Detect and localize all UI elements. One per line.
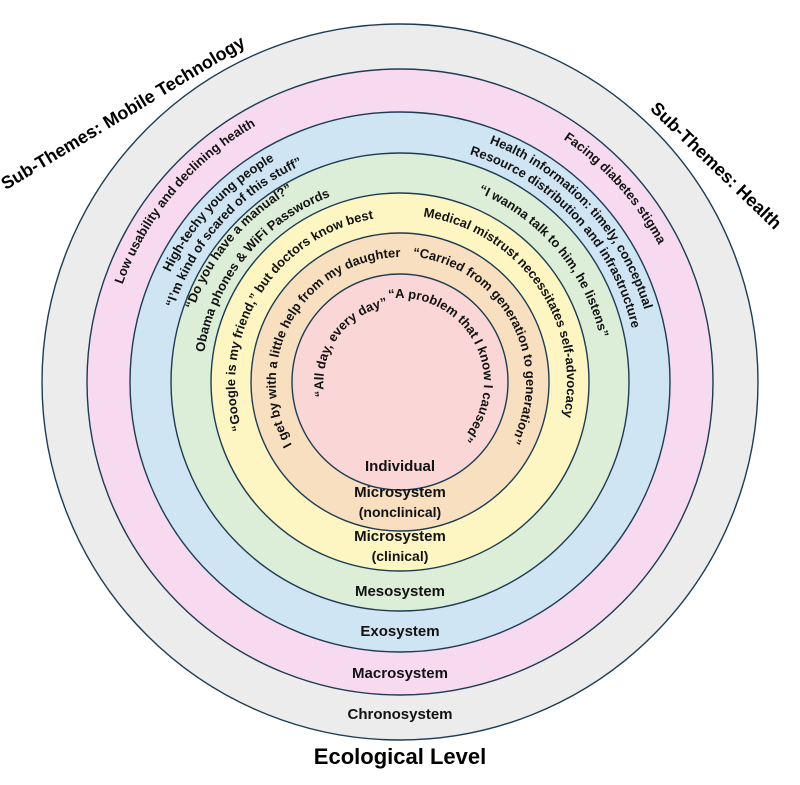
level-label-microsystem-nonclinical-qualifier: (nonclinical) [359, 504, 441, 520]
ring-individual [291, 273, 509, 491]
level-label-microsystem-clinical-qualifier: (clinical) [372, 548, 429, 564]
level-label-chronosystem: Chronosystem [347, 706, 452, 723]
level-label-microsystem-nonclinical: Microsystem [354, 484, 446, 501]
level-label-exosystem: Exosystem [360, 623, 439, 640]
level-label-mesosystem: Mesosystem [355, 583, 445, 600]
level-label-macrosystem: Macrosystem [352, 665, 448, 682]
rings [41, 23, 759, 741]
level-labels: Individual Microsystem (nonclinical) Mic… [347, 458, 452, 723]
level-label-microsystem-clinical: Microsystem [354, 528, 446, 545]
level-label-individual: Individual [365, 458, 435, 475]
title-ecological-level: Ecological Level [314, 744, 486, 769]
